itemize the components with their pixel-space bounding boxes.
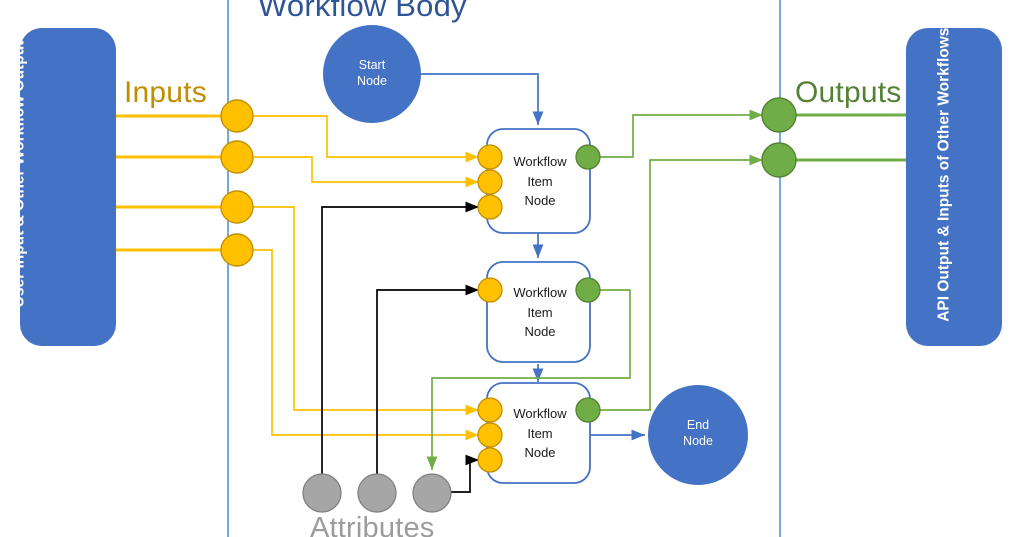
node-2-input-port-1[interactable] xyxy=(477,277,503,303)
workflow-input-port-4[interactable] xyxy=(220,233,254,267)
workflow-body-boundary xyxy=(227,0,781,537)
attribute-circle-1[interactable] xyxy=(302,473,342,513)
node-3-input-port-1[interactable] xyxy=(477,397,503,423)
node-1-input-port-3[interactable] xyxy=(477,194,503,220)
input-wires-left xyxy=(116,114,236,252)
node-1-input-port-2[interactable] xyxy=(477,169,503,195)
control-flow-wires xyxy=(421,73,645,441)
start-node[interactable] xyxy=(323,25,421,123)
attribute-circle-2[interactable] xyxy=(357,473,397,513)
input-routing-wires xyxy=(252,115,479,441)
left-panel-shape xyxy=(20,28,116,346)
node-3-output-port-1[interactable] xyxy=(575,397,601,423)
workflow-input-port-1[interactable] xyxy=(220,99,254,133)
workflow-input-port-3[interactable] xyxy=(220,190,254,224)
end-node[interactable] xyxy=(648,385,748,485)
output-wires-right xyxy=(795,113,906,162)
attribute-circle-3[interactable] xyxy=(412,473,452,513)
output-routing-wires xyxy=(426,109,763,470)
workflow-output-port-1[interactable] xyxy=(761,97,797,133)
node-1-input-port-1[interactable] xyxy=(477,144,503,170)
right-panel-shape xyxy=(906,28,1002,346)
node-3-input-port-2[interactable] xyxy=(477,422,503,448)
attribute-wires xyxy=(321,201,479,493)
node-2-output-port-1[interactable] xyxy=(575,277,601,303)
workflow-output-port-2[interactable] xyxy=(761,142,797,178)
node-3-input-port-3[interactable] xyxy=(477,447,503,473)
workflow-item-node-2[interactable] xyxy=(486,261,591,363)
node-1-output-port-1[interactable] xyxy=(575,144,601,170)
workflow-input-port-2[interactable] xyxy=(220,140,254,174)
